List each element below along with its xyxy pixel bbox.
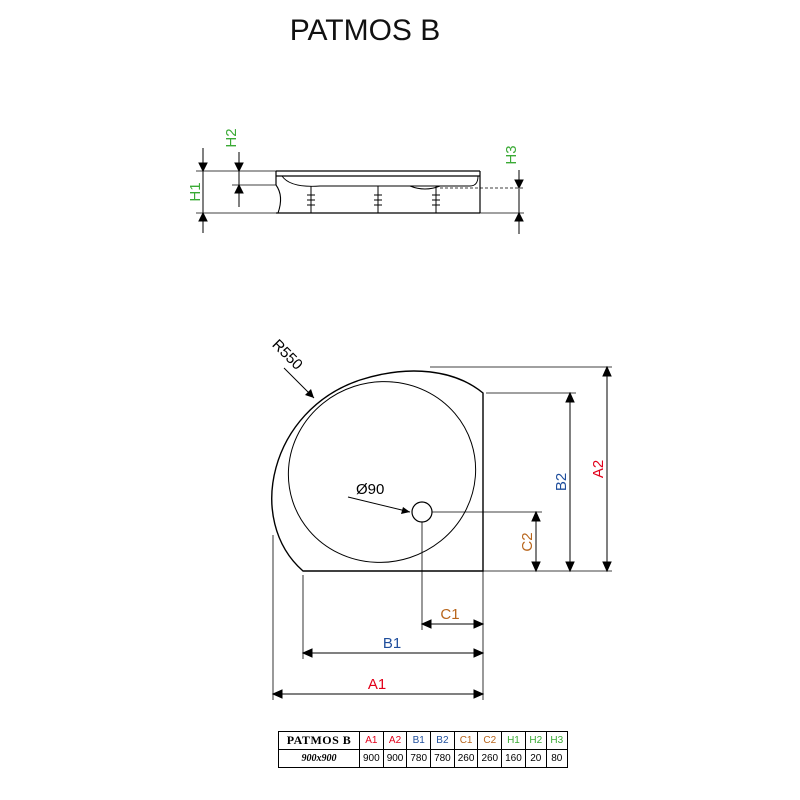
c1-label: C1 bbox=[440, 606, 459, 623]
header-h1: H1 bbox=[501, 731, 526, 750]
tray-basin bbox=[287, 381, 477, 563]
spec-values-row: 900x900 900 900 780 780 260 260 160 20 8… bbox=[278, 749, 568, 768]
plan-view: R550 Ø90 A2 B2 bbox=[268, 336, 612, 700]
b2-label: B2 bbox=[553, 473, 570, 491]
header-h3: H3 bbox=[545, 731, 568, 750]
c2-label: C2 bbox=[519, 532, 536, 551]
value-a2: 900 bbox=[382, 749, 408, 768]
dimension-a2 bbox=[602, 365, 612, 573]
dimension-h2 bbox=[234, 152, 244, 207]
header-b2: B2 bbox=[430, 731, 455, 750]
dimension-c1 bbox=[420, 619, 485, 629]
a1-label: A1 bbox=[368, 676, 386, 693]
header-a2: A2 bbox=[382, 731, 408, 750]
header-c1: C1 bbox=[453, 731, 479, 750]
dimension-b1 bbox=[301, 648, 485, 658]
value-c2: 260 bbox=[477, 749, 503, 768]
adjustable-foot bbox=[430, 186, 442, 214]
adjustable-foot bbox=[372, 186, 384, 214]
side-view: H1 H2 H3 bbox=[187, 128, 524, 234]
header-a1: A1 bbox=[359, 731, 384, 750]
h2-label: H2 bbox=[223, 128, 240, 147]
dimension-h1 bbox=[198, 148, 208, 233]
tray-side-profile bbox=[275, 170, 481, 214]
tray-outline bbox=[271, 370, 484, 572]
b1-label: B1 bbox=[383, 635, 401, 652]
value-h2: 20 bbox=[524, 749, 547, 768]
value-h3: 80 bbox=[545, 749, 568, 768]
dimension-a1 bbox=[271, 689, 485, 699]
dimension-c2 bbox=[531, 510, 541, 573]
value-b2: 780 bbox=[430, 749, 455, 768]
radius-label: R550 bbox=[268, 336, 305, 373]
dimension-b2 bbox=[565, 391, 575, 573]
dimension-h3 bbox=[514, 170, 524, 234]
header-h2: H2 bbox=[524, 731, 547, 750]
value-a1: 900 bbox=[359, 749, 384, 768]
adjustable-foot bbox=[305, 186, 317, 214]
drain-circle bbox=[411, 501, 433, 523]
a2-label: A2 bbox=[590, 460, 607, 478]
value-c1: 260 bbox=[453, 749, 479, 768]
product-title: PATMOS B bbox=[289, 14, 441, 47]
h3-label: H3 bbox=[503, 145, 520, 164]
value-b1: 780 bbox=[406, 749, 432, 768]
model-name: PATMOS B bbox=[278, 731, 360, 750]
model-size: 900x900 bbox=[278, 749, 360, 768]
drain-label: Ø90 bbox=[356, 481, 384, 498]
value-h1: 160 bbox=[501, 749, 526, 768]
header-c2: C2 bbox=[477, 731, 503, 750]
spec-header-row: PATMOS B A1 A2 B1 B2 C1 C2 H1 H2 H3 bbox=[278, 731, 568, 750]
spec-table: PATMOS B A1 A2 B1 B2 C1 C2 H1 H2 H3 900x… bbox=[278, 731, 568, 768]
header-b1: B1 bbox=[406, 731, 432, 750]
h1-label: H1 bbox=[187, 182, 204, 201]
